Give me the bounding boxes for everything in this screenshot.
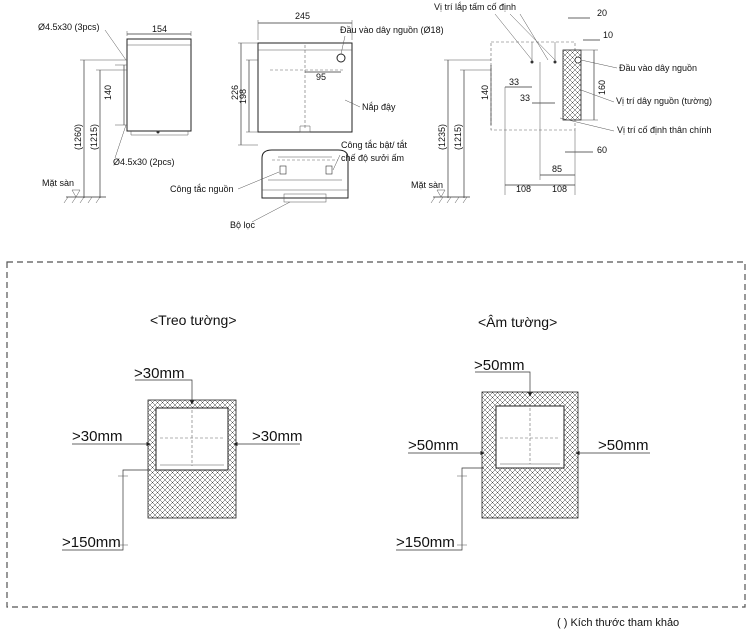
front-cover-label: Nắp đậy	[362, 102, 396, 112]
rear-dim-20: 20	[597, 8, 607, 18]
recessed-left-clearance: >50mm	[408, 437, 458, 454]
rear-dim-1215: (1215)	[453, 124, 463, 150]
side-dim-1260: (1260)	[73, 124, 83, 150]
wall-mount-right-clearance: >30mm	[252, 428, 302, 445]
recessed-unit	[495, 405, 565, 469]
wall-mount-diagram: <Treo tường> >30mm >30mm >30mm >150mm	[62, 312, 302, 551]
rear-unit-outline	[490, 41, 576, 131]
front-dim-198: 198	[238, 89, 248, 104]
wall-mount-unit	[155, 407, 229, 471]
rear-dim-60: 60	[597, 145, 607, 155]
rear-body-pos-label: Vị trí cố định thân chính	[617, 125, 712, 135]
rear-dim-33b: 33	[520, 93, 530, 103]
recessed-top-clearance: >50mm	[474, 357, 524, 374]
rear-dim-108a: 108	[516, 184, 531, 194]
front-dim-245: 245	[295, 11, 310, 21]
front-power-switch-label: Công tắc nguồn	[170, 184, 234, 194]
rear-dim-108b: 108	[552, 184, 567, 194]
rear-dim-160: 160	[597, 80, 607, 95]
wall-mount-top-clearance: >30mm	[134, 365, 184, 382]
rear-power-inlet-label: Đầu vào dây nguồn	[619, 63, 697, 73]
side-dim-width: 154	[152, 24, 167, 34]
rear-view: Vị trí lắp tấm cố định 20 10 Đầu vào dây…	[411, 2, 712, 204]
front-dim-95: 95	[316, 72, 326, 82]
side-dim-140: 140	[103, 85, 113, 100]
wall-mount-title: <Treo tường>	[150, 312, 237, 328]
reference-dimensions-note: ( ) Kích thước tham khảo	[557, 617, 679, 629]
recessed-diagram: <Âm tường> >50mm >50mm >50mm >150mm	[396, 314, 650, 551]
side-dim-1215: (1215)	[89, 124, 99, 150]
side-screw-bottom-label: Ø4.5x30 (2pcs)	[113, 157, 175, 167]
rear-floor-label: Mặt sàn	[411, 180, 443, 190]
rear-power-inlet	[574, 56, 582, 64]
front-filter-label: Bộ lọc	[230, 220, 256, 230]
rear-wire-pos-label: Vị trí dây nguồn (tường)	[616, 96, 712, 106]
heat-switch-label-line1: Công tắc bật/ tắt	[341, 140, 408, 150]
wall-mount-bottom-clearance: >150mm	[62, 534, 121, 551]
rear-dim-140: 140	[480, 85, 490, 100]
front-power-inlet-label: Đầu vào dây nguồn (Ø18)	[340, 25, 444, 35]
side-view-body	[126, 38, 192, 132]
rear-plate-pos-label: Vị trí lắp tấm cố định	[434, 2, 516, 12]
side-floor-label: Mặt sàn	[42, 178, 74, 188]
power-switch	[279, 165, 287, 175]
recessed-title: <Âm tường>	[478, 314, 557, 330]
rear-dim-85: 85	[552, 164, 562, 174]
recessed-bottom-clearance: >150mm	[396, 534, 455, 551]
rear-dim-33a: 33	[509, 77, 519, 87]
side-view: 154 Ø4.5x30 (3pcs) Ø4.5x30 (2pcs) 140 (1…	[38, 22, 192, 204]
clearance-panel	[6, 261, 746, 608]
recessed-right-clearance: >50mm	[598, 437, 648, 454]
power-inlet-hole	[336, 53, 346, 63]
front-view: 245 95 226 198 Đầu vào dây nguồn (Ø18) N…	[170, 11, 444, 230]
heat-switch	[325, 165, 333, 175]
front-heat-switch-label: Công tắc bật/ tắt chế độ sưởi ấm	[341, 140, 410, 163]
wall-mount-left-clearance: >30mm	[72, 428, 122, 445]
wall-plate	[562, 49, 582, 121]
side-screw-top-label: Ø4.5x30 (3pcs)	[38, 22, 100, 32]
front-dim-226: 226	[230, 85, 240, 100]
rear-dim-1235: (1235)	[437, 124, 447, 150]
bottom-view-body	[261, 149, 349, 199]
heat-switch-label-line2: chế độ sưởi ấm	[341, 153, 404, 163]
rear-dim-10: 10	[603, 30, 613, 40]
